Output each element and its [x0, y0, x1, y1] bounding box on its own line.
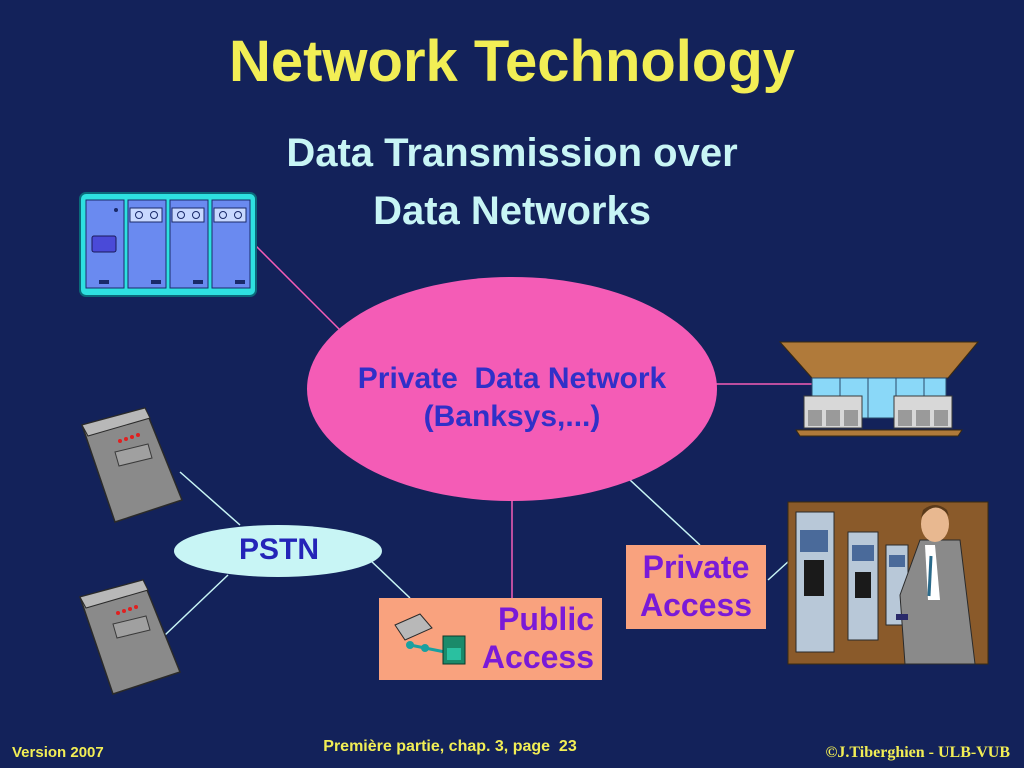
connector-lines	[164, 244, 812, 636]
private-access-line-2: Access	[639, 587, 753, 623]
card-terminal-icon	[79, 579, 181, 695]
private-network-label: Private Data Network (Banksys,...)	[312, 360, 712, 436]
link-server-to-network	[254, 244, 346, 336]
link-network-to-private-access	[629, 479, 701, 546]
pstn-ellipse	[174, 525, 382, 577]
subtitle-line-1: Data Transmission over	[286, 131, 738, 175]
slide-title: Network Technology	[228, 29, 796, 94]
private-access-line-1: Private	[642, 549, 750, 585]
link-pstn-to-public-access	[369, 559, 411, 599]
private-network-name: Private Data Network	[357, 362, 667, 395]
footer-copyright: ©J.Tiberghien - ULB-VUB	[825, 744, 1010, 761]
subtitle-line-2: Data Networks	[373, 189, 651, 233]
footer-version: Version 2007	[12, 744, 104, 761]
link-terminal2-to-pstn	[164, 574, 229, 636]
footer-page: Première partie, chap. 3, page 23	[323, 738, 577, 755]
bank-building-icon	[778, 341, 980, 437]
card-terminal-icon	[81, 407, 183, 523]
public-access-box	[379, 598, 602, 680]
link-private-access-to-atm	[767, 559, 791, 581]
private-network-ellipse	[307, 277, 717, 501]
private-network-example: (Banksys,...)	[423, 400, 601, 433]
slide-subtitle: Data Transmission over Data Networks	[212, 124, 812, 240]
private-access-label: Private Access	[630, 548, 762, 624]
link-terminal1-to-pstn	[179, 471, 241, 526]
public-access-line-2: Access	[481, 639, 594, 675]
pstn-label: PSTN	[238, 533, 319, 566]
public-access-label: Public Access	[470, 600, 594, 676]
atm-user-icon	[787, 501, 989, 665]
server-rack-icon	[79, 192, 257, 297]
public-access-line-1: Public	[497, 601, 594, 637]
modem-phone-icon	[394, 613, 466, 665]
private-access-box	[626, 545, 766, 629]
